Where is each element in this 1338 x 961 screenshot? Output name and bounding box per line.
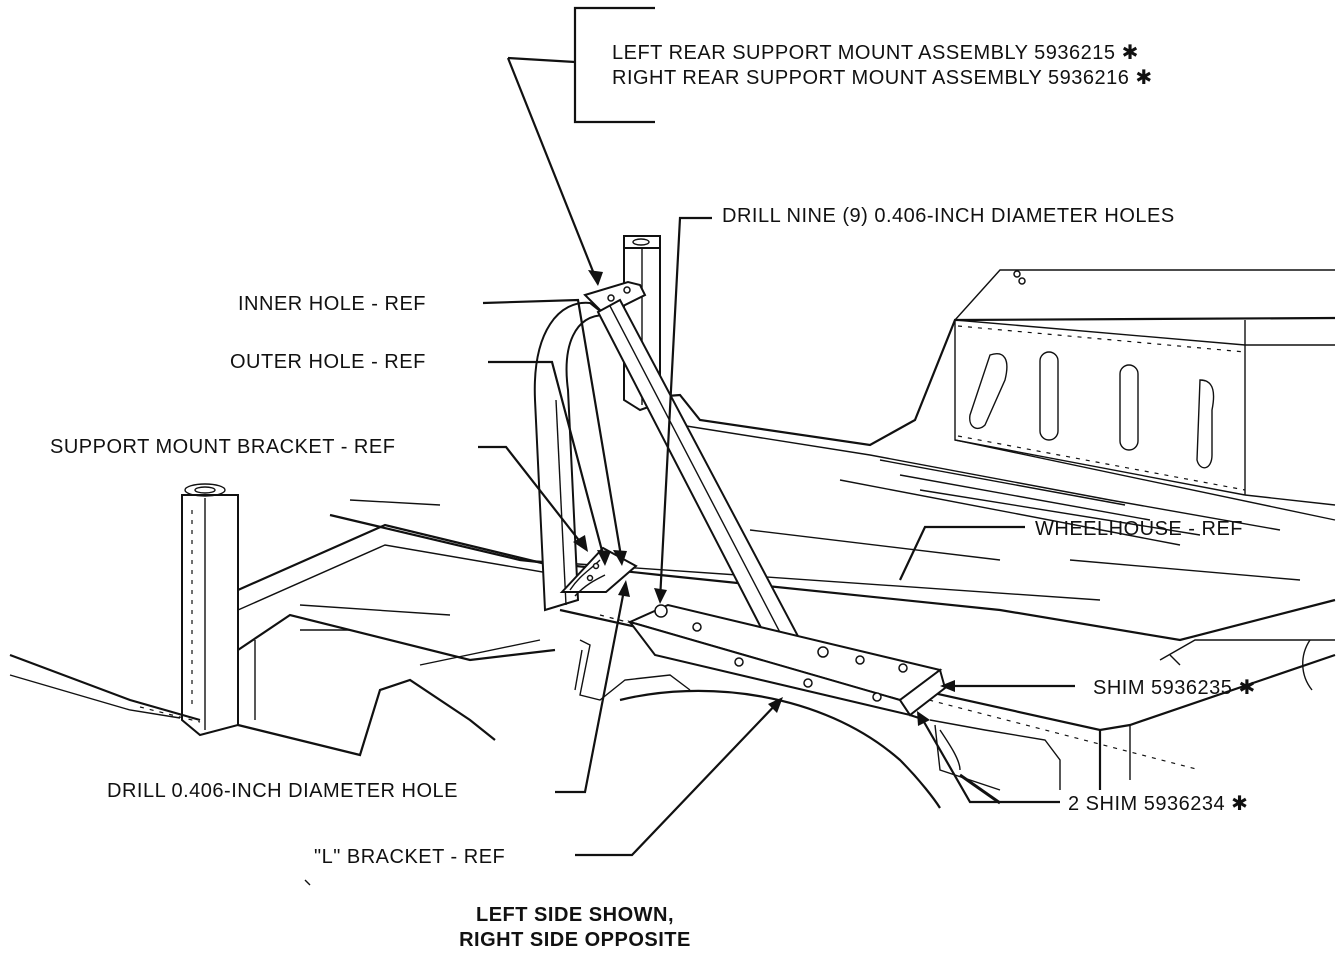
callout-bracket xyxy=(507,6,655,124)
label-wheelhouse: WHEELHOUSE - REF xyxy=(1035,518,1244,540)
label-outer-hole: OUTER HOLE - REF xyxy=(230,351,426,373)
label-shim-5936234: 2 SHIM 5936234 ✱ xyxy=(1068,793,1249,815)
left-body-panel xyxy=(9,483,561,757)
caption-line-2: RIGHT SIDE OPPOSITE xyxy=(459,929,691,951)
label-right-rear-mount: RIGHT REAR SUPPORT MOUNT ASSEMBLY 593621… xyxy=(612,67,1153,89)
label-drill-one-hole: DRILL 0.406-INCH DIAMETER HOLE xyxy=(107,780,459,802)
label-inner-hole: INNER HOLE - REF xyxy=(238,293,427,315)
label-left-rear-mount: LEFT REAR SUPPORT MOUNT ASSEMBLY 5936215… xyxy=(612,42,1139,64)
caption-line-1: LEFT SIDE SHOWN, xyxy=(476,904,674,926)
stray-mark xyxy=(304,879,311,886)
leader-lines xyxy=(478,57,1075,857)
label-drill-nine-holes: DRILL NINE (9) 0.406-INCH DIAMETER HOLES xyxy=(722,205,1175,227)
rear-support-mount xyxy=(533,235,802,647)
label-l-bracket: "L" BRACKET - REF xyxy=(314,846,506,868)
label-shim-5936235: SHIM 5936235 ✱ xyxy=(1093,677,1256,699)
label-support-mount-bracket: SUPPORT MOUNT BRACKET - REF xyxy=(50,436,396,458)
